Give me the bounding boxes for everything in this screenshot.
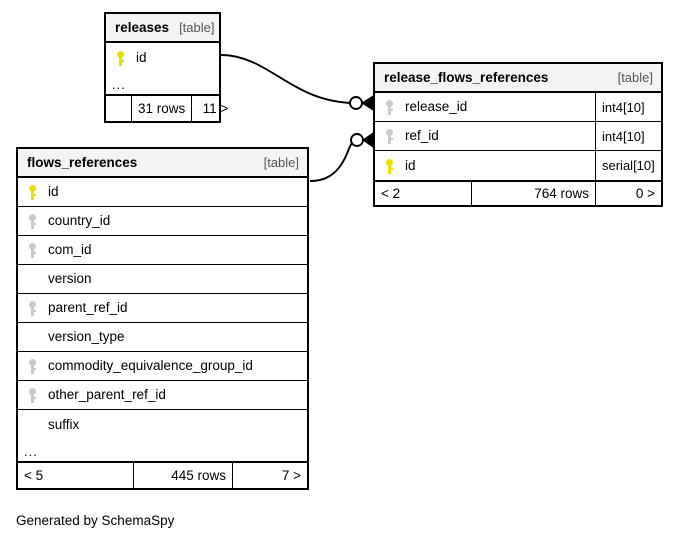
table-row[interactable]: id serial[10]	[375, 151, 661, 180]
table-header[interactable]: release_flows_references [table]	[375, 64, 661, 93]
table-row[interactable]: version_type	[18, 323, 307, 352]
column-type: int4[10]	[595, 122, 661, 150]
column-cell: other_parent_ref_id	[18, 381, 307, 409]
zero-cardinality-circle	[349, 96, 363, 110]
footer-parents-count[interactable]: < 2	[381, 185, 401, 201]
crowsfoot-many-marker	[362, 132, 374, 148]
table-title: flows_references	[27, 154, 138, 170]
column-type: int4[10]	[595, 93, 661, 121]
table-row[interactable]: com_id	[18, 236, 307, 265]
table-header[interactable]: releases [table]	[106, 14, 219, 43]
table-row[interactable]: suffix	[18, 410, 307, 439]
column-cell: com_id	[18, 236, 307, 264]
column-name: com_id	[48, 242, 92, 258]
table-header[interactable]: flows_references [table]	[18, 149, 307, 178]
column-cell: id	[106, 43, 219, 72]
column-name: commodity_equivalence_group_id	[48, 358, 253, 374]
table-row[interactable]: version	[18, 265, 307, 294]
table-type-tag: [table]	[617, 70, 653, 85]
table-release-flows-references[interactable]: release_flows_references [table] release…	[373, 62, 663, 207]
column-cell: version_type	[18, 323, 307, 351]
primary-key-icon	[25, 184, 44, 200]
primary-key-icon	[113, 50, 132, 66]
column-cell: parent_ref_id	[18, 294, 307, 322]
table-row[interactable]: country_id	[18, 207, 307, 236]
relationship-line	[309, 142, 353, 182]
column-cell: suffix	[18, 410, 307, 439]
footer-row-count: 764 rows	[471, 182, 595, 205]
foreign-key-icon	[25, 300, 44, 316]
generated-by-caption: Generated by SchemaSpy	[16, 513, 175, 528]
column-name: version	[48, 271, 92, 287]
more-columns-indicator: ...	[18, 439, 307, 463]
column-name: version_type	[48, 329, 125, 345]
table-title: release_flows_references	[384, 69, 549, 85]
foreign-key-icon	[25, 387, 44, 403]
footer-row-count: 31 rows	[131, 96, 191, 121]
column-name: ref_id	[405, 128, 439, 144]
column-type: serial[10]	[595, 151, 661, 180]
column-cell: ref_id	[375, 122, 595, 150]
table-title: releases	[115, 19, 170, 35]
table-footer: < 5 445 rows 7 >	[18, 463, 307, 488]
table-row[interactable]: commodity_equivalence_group_id	[18, 352, 307, 381]
crowsfoot-many-marker	[361, 95, 374, 111]
table-flows-references[interactable]: flows_references [table] id c	[16, 147, 309, 490]
table-type-tag: [table]	[263, 155, 299, 170]
no-key-spacer	[25, 417, 44, 433]
column-cell: release_id	[375, 93, 595, 121]
foreign-key-icon	[382, 128, 401, 144]
column-name: country_id	[48, 213, 111, 229]
zero-cardinality-circle	[350, 133, 364, 147]
footer-parents-count[interactable]	[106, 96, 131, 121]
no-key-spacer	[25, 271, 44, 287]
column-cell: version	[18, 265, 307, 293]
table-row[interactable]: release_id int4[10]	[375, 93, 661, 122]
foreign-key-icon	[382, 99, 401, 115]
relationship-flows-references-to-release-flows-references[interactable]	[309, 132, 374, 182]
no-key-spacer	[25, 329, 44, 345]
foreign-key-icon	[25, 358, 44, 374]
footer-children-count[interactable]: 7 >	[232, 463, 307, 488]
column-name: parent_ref_id	[48, 300, 128, 316]
column-name: id	[405, 157, 416, 173]
table-footer: < 2 764 rows 0 >	[375, 180, 661, 205]
footer-children-count[interactable]: 0 >	[595, 182, 661, 205]
foreign-key-icon	[25, 213, 44, 229]
column-cell: id	[18, 178, 307, 206]
column-cell: id	[375, 151, 595, 180]
table-row[interactable]: ref_id int4[10]	[375, 122, 661, 151]
column-name: suffix	[48, 416, 80, 432]
table-footer: 31 rows 11 >	[106, 96, 228, 121]
footer-parents-count[interactable]: < 5	[24, 467, 44, 483]
column-cell: country_id	[18, 207, 307, 235]
table-type-tag: [table]	[179, 20, 215, 35]
table-row[interactable]: id	[18, 178, 307, 207]
footer-children-count[interactable]: 11 >	[191, 96, 234, 121]
column-name: id	[136, 49, 147, 65]
table-row[interactable]: other_parent_ref_id	[18, 381, 307, 410]
column-name: release_id	[405, 99, 468, 115]
table-releases[interactable]: releases [table] id ... 31 rows 11 >	[104, 12, 228, 123]
table-row[interactable]: id	[106, 43, 219, 72]
primary-key-icon	[382, 158, 401, 174]
table-row[interactable]: parent_ref_id	[18, 294, 307, 323]
relationship-releases-to-release-flows-references[interactable]	[220, 54, 374, 111]
more-columns-indicator: ...	[106, 72, 219, 96]
footer-row-count: 445 rows	[133, 463, 232, 488]
column-cell: commodity_equivalence_group_id	[18, 352, 307, 380]
column-name: id	[48, 184, 59, 200]
foreign-key-icon	[25, 242, 44, 258]
column-name: other_parent_ref_id	[48, 387, 166, 403]
relationship-line	[220, 54, 351, 104]
